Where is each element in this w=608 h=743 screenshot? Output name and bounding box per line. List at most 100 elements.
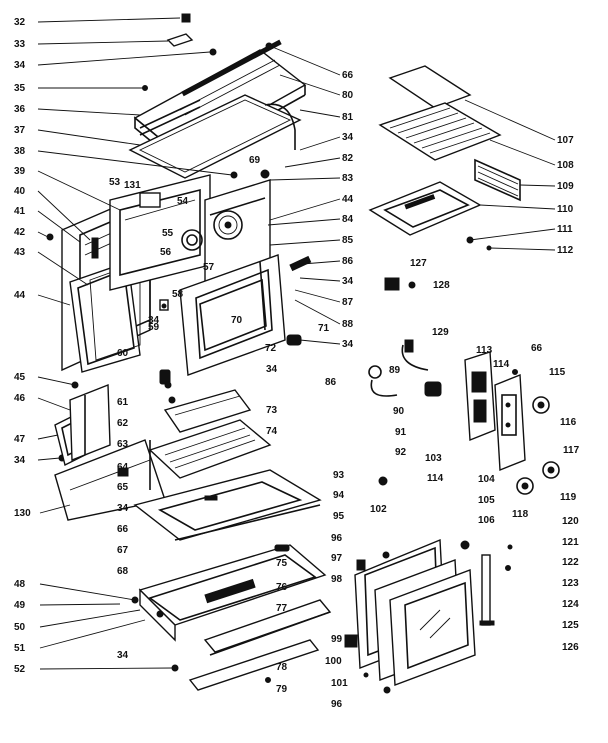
callout: 86 [325, 377, 337, 388]
callout: 108 [557, 160, 574, 171]
callout: 48 [14, 579, 26, 590]
callout: 53 [109, 177, 121, 188]
callout: 75 [276, 558, 288, 569]
callout: 65 [117, 482, 129, 493]
callout: 66 [531, 343, 543, 354]
callout: 73 [266, 405, 278, 416]
callout: 55 [162, 228, 174, 239]
callout: 64 [117, 462, 129, 473]
callout: 67 [117, 545, 129, 556]
callout: 120 [562, 516, 579, 527]
callout: 128 [433, 280, 450, 291]
callout: 116 [560, 417, 577, 428]
callout: 76 [276, 582, 288, 593]
callout: 74 [266, 426, 278, 437]
callout: 62 [117, 418, 129, 429]
callout: 51 [14, 643, 26, 654]
top-frame [128, 94, 302, 179]
callout: 101 [331, 678, 348, 689]
callout: 71 [318, 323, 330, 334]
oven-door [344, 538, 513, 694]
callout: 34 [342, 132, 354, 143]
control-knobs [378, 369, 560, 495]
callout: 69 [249, 155, 261, 166]
callout: 125 [562, 620, 579, 631]
callout: 44 [342, 194, 354, 205]
burner-assembly [148, 389, 272, 490]
callout: 102 [370, 504, 387, 515]
callout: 117 [563, 445, 580, 456]
callout: 104 [478, 474, 495, 485]
callout-labels-right-bottom: 129 89 113 114 66 115 90 91 92 103 116 1… [325, 327, 580, 710]
broiler-pan [368, 181, 492, 251]
callout: 114 [493, 359, 510, 370]
callout: 110 [557, 204, 574, 215]
callout: 44 [14, 290, 26, 301]
storage-drawer [131, 544, 332, 691]
callout: 107 [557, 135, 574, 146]
oven-inner-box [109, 174, 211, 291]
callout: 121 [562, 537, 579, 548]
top-clips [166, 13, 270, 179]
callout: 126 [562, 642, 579, 653]
callout: 36 [14, 104, 26, 115]
callout: 87 [342, 297, 354, 308]
callout: 105 [478, 495, 495, 506]
callout: 54 [177, 196, 189, 207]
callout: 72 [265, 343, 277, 354]
callout: 32 [14, 17, 26, 28]
callout: 42 [14, 227, 26, 238]
callout: 68 [117, 566, 129, 577]
oven-floor-panel [133, 469, 322, 541]
callout: 96 [331, 699, 343, 710]
callout: 47 [14, 434, 26, 445]
callout: 52 [14, 664, 26, 675]
callout: 131 [124, 180, 141, 191]
callout: 49 [14, 600, 26, 611]
callout-labels-right-top: 66 80 81 34 82 83 44 84 85 86 34 87 88 7… [318, 70, 574, 350]
callout: 97 [331, 553, 343, 564]
callout: 56 [160, 247, 172, 258]
control-bracket [464, 351, 526, 472]
callout: 86 [342, 256, 354, 267]
callout: 100 [325, 656, 342, 667]
callout: 35 [14, 83, 26, 94]
callout: 93 [333, 470, 345, 481]
callout: 123 [562, 578, 579, 589]
callout-labels-left: 32 33 34 35 36 37 38 39 40 41 42 43 44 4… [14, 17, 31, 675]
callout: 39 [14, 166, 26, 177]
callout: 50 [14, 622, 26, 633]
callout: 84 [342, 214, 354, 225]
access-cover [54, 383, 166, 521]
callout: 46 [14, 393, 26, 404]
callout: 58 [172, 289, 184, 300]
callout: 129 [432, 327, 449, 338]
callout: 119 [560, 492, 577, 503]
back-panel [204, 179, 271, 286]
callout: 109 [557, 181, 574, 192]
callout: 82 [342, 153, 354, 164]
small-parts-left [46, 233, 176, 462]
callout: 34 [266, 364, 278, 375]
callout: 59 [148, 322, 160, 333]
callout: 34 [14, 60, 26, 71]
callout: 43 [14, 247, 26, 258]
callout: 45 [14, 372, 26, 383]
callout: 57 [203, 262, 215, 273]
callout: 96 [331, 533, 343, 544]
callout: 95 [333, 511, 345, 522]
rack-guide [474, 158, 521, 202]
callout: 60 [117, 348, 129, 359]
callout: 88 [342, 319, 354, 330]
callout: 103 [425, 453, 442, 464]
callout: 83 [342, 173, 354, 184]
callout: 106 [478, 515, 495, 526]
callout: 112 [557, 245, 574, 256]
callout: 77 [276, 603, 288, 614]
callout: 114 [427, 473, 444, 484]
callout: 124 [562, 599, 579, 610]
callout: 61 [117, 397, 129, 408]
callout: 115 [549, 367, 566, 378]
rack-plate [388, 65, 472, 109]
oven-rack [378, 102, 502, 161]
